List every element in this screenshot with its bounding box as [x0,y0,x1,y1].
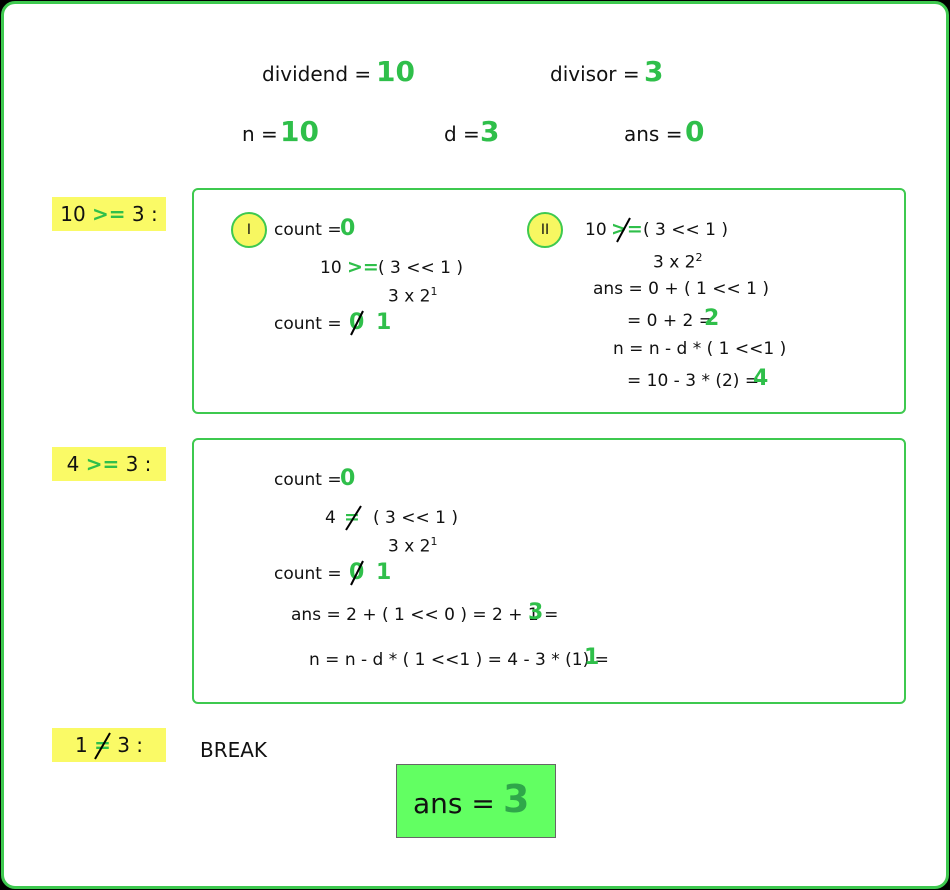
strike-mark [350,560,364,586]
not-mark [345,505,362,531]
step2-condition-tag: 4 >= 3 : [52,447,166,481]
step3-tag-right: 3 : [117,733,144,757]
step1-part1-circle: I [231,212,267,248]
divisor-value: 3 [644,55,664,88]
dividend-label: dividend = [262,62,372,86]
step1-count-label: count = [274,220,342,240]
step1-p2-ans-eq: = 0 + 2 = [627,311,713,331]
step1-p2-cmp-op: >= [611,218,643,240]
n-value: 10 [280,115,319,148]
not-mark [616,217,631,243]
step1-cmp-op: >= [347,256,379,278]
step1-tag-left: 10 [60,202,86,226]
step2-n-line: n = n - d * ( 1 <<1 ) = 4 - 3 * (1) = [309,650,609,670]
step1-expand: 3 x 21 [388,285,438,307]
step1-count-value: 0 [340,216,356,241]
step1-p2-ans-result: 2 [704,306,720,331]
d-value: 3 [480,115,500,148]
step2-expand: 3 x 21 [388,535,438,557]
n-label: n = [242,122,278,146]
ans-value: 0 [685,115,705,148]
step1-p2-expand: 3 x 22 [653,251,703,273]
step2-count-label: count = [274,470,342,490]
step1-tag-right: 3 : [131,202,158,226]
step1-count-new: 1 [376,310,392,335]
step2-count-value: 0 [340,466,356,491]
divisor-label: divisor = [550,62,640,86]
step2-ans-line: ans = 2 + ( 1 << 0 ) = 2 + 1 = [291,605,559,625]
step1-p2-ans-line: ans = 0 + ( 1 << 1 ) [593,279,769,299]
step2-count-new: 1 [376,560,392,585]
step1-p2-n-result: 4 [753,366,769,391]
step1-p2-cmp-left: 10 [585,220,607,240]
result-value: 3 [503,777,530,821]
step2-count2-label: count = [274,564,342,584]
step1-p2-n-eq: = 10 - 3 * (2) = [627,371,760,391]
step2-tag-right: 3 : [125,452,152,476]
break-label: BREAK [200,738,268,762]
step2-n-result: 1 [584,645,600,670]
ans-label: ans = [624,122,683,146]
step2-box [192,438,906,704]
step1-condition-tag: 10 >= 3 : [52,197,166,231]
step1-tag-op: >= [92,202,126,226]
step2-ans-result: 3 [528,600,544,625]
step1-part2-circle: II [527,212,563,248]
step1-p2-n-line: n = n - d * ( 1 <<1 ) [613,339,787,359]
result-box: ans = 3 [396,764,556,838]
step1-p2-cmp-right: ( 3 << 1 ) [643,220,728,240]
d-label: d = [444,122,480,146]
not-mark [94,732,111,760]
step1-cmp-left: 10 [320,258,342,278]
step1-count2-label: count = [274,314,342,334]
step1-cmp-right: ( 3 << 1 ) [378,258,463,278]
strike-mark [350,310,364,336]
step3-tag-left: 1 [74,733,88,757]
dividend-value: 10 [376,55,415,88]
result-label: ans = [413,787,495,820]
step2-cmp-left: 4 [325,508,336,528]
step2-cmp-right: ( 3 << 1 ) [373,508,458,528]
step2-tag-op: >= [85,452,120,476]
step2-tag-left: 4 [66,452,80,476]
